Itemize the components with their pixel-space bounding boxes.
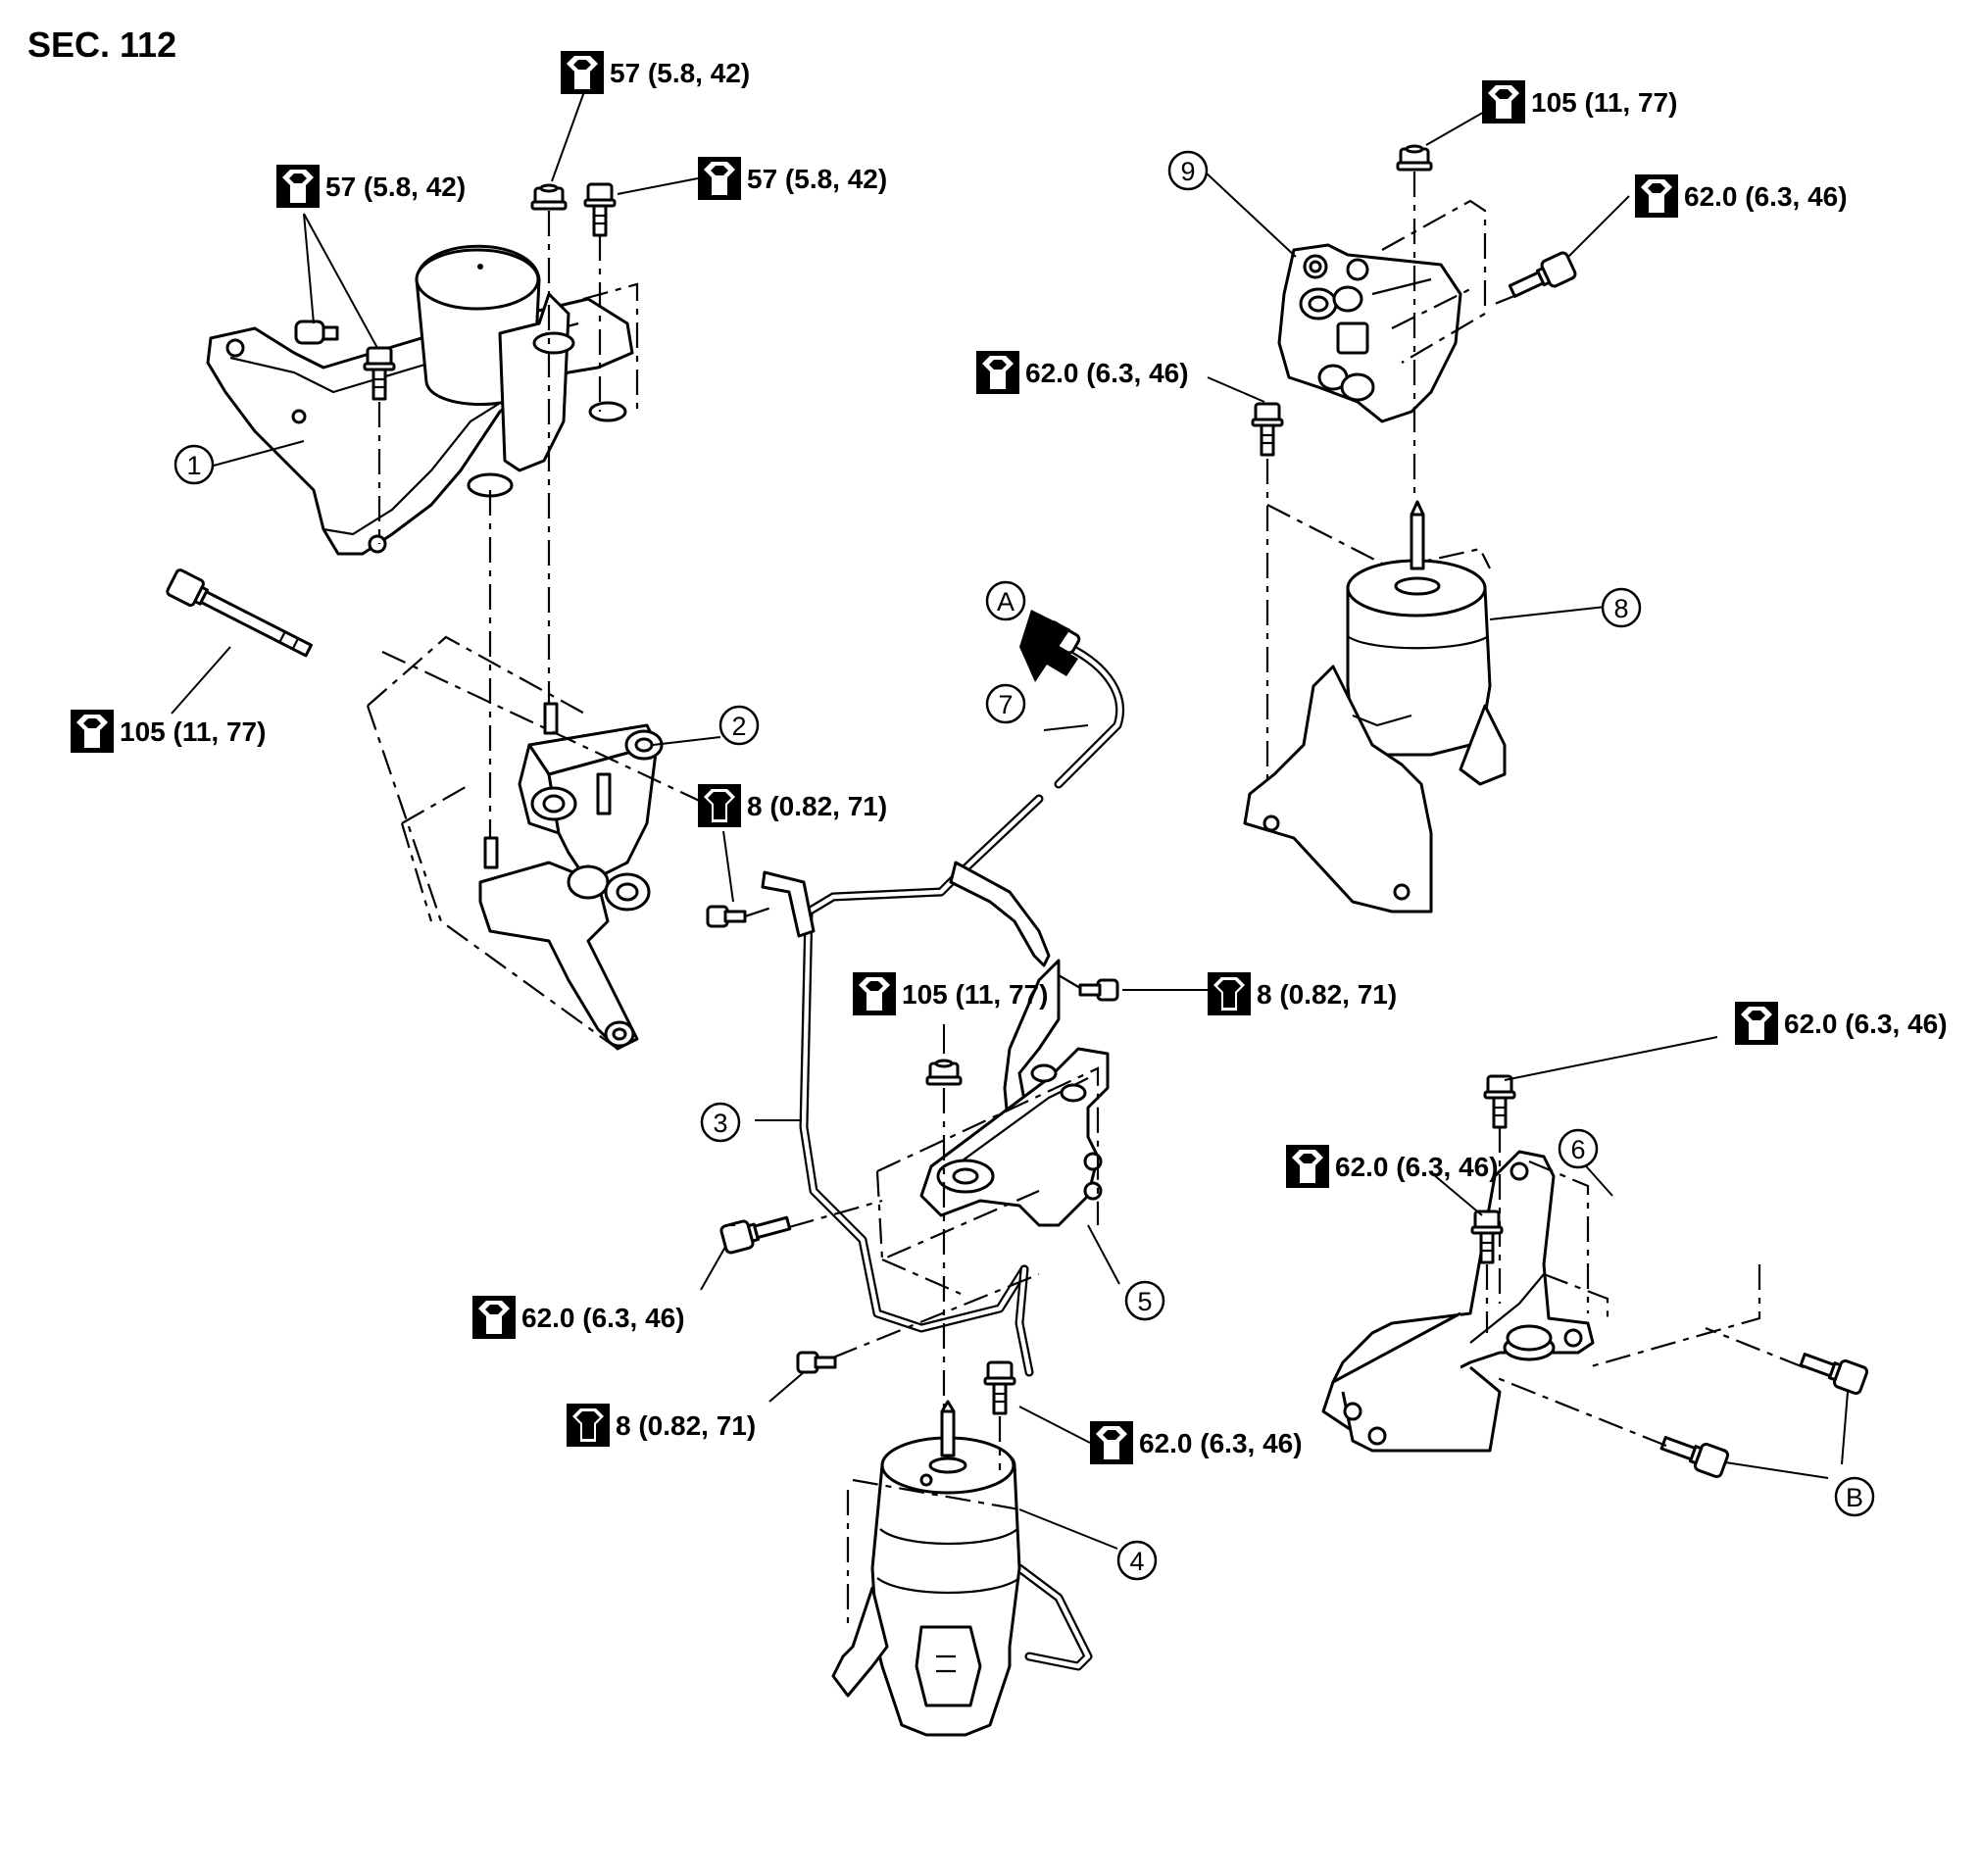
torque-label: 62.0 (6.3, 46) bbox=[1735, 1002, 1948, 1045]
small-bolt-lower bbox=[796, 1351, 837, 1374]
arrow-to-A bbox=[1019, 610, 1078, 682]
svg-text:57 (5.8, 42): 57 (5.8, 42) bbox=[747, 164, 887, 194]
callout-2: 2 bbox=[718, 705, 760, 746]
nut-part1-top bbox=[530, 183, 568, 211]
torque-wrench-icon bbox=[472, 1296, 516, 1339]
part-2-bracket bbox=[478, 702, 664, 1051]
torque-label: 57 (5.8, 42) bbox=[698, 157, 887, 200]
torque-wrench-icon bbox=[976, 351, 1019, 394]
torque-label: 105 (11, 77) bbox=[853, 972, 1048, 1015]
torque-wrench-icon bbox=[71, 710, 114, 753]
torque-wrench-icon bbox=[1735, 1002, 1778, 1045]
torque-wrench-icon bbox=[698, 157, 741, 200]
svg-text:62.0 (6.3, 46): 62.0 (6.3, 46) bbox=[1025, 358, 1189, 388]
svg-text:8 (0.82, 71): 8 (0.82, 71) bbox=[1257, 979, 1397, 1010]
torque-wrench-icon bbox=[1286, 1145, 1329, 1188]
svg-text:8: 8 bbox=[1613, 594, 1628, 623]
svg-text:3: 3 bbox=[713, 1109, 727, 1138]
svg-text:57 (5.8, 42): 57 (5.8, 42) bbox=[325, 172, 466, 202]
callout-6: 6 bbox=[1558, 1128, 1599, 1169]
torque-label: 62.0 (6.3, 46) bbox=[472, 1296, 685, 1339]
part-5-mount-bracket bbox=[919, 1047, 1110, 1227]
svg-text:B: B bbox=[1846, 1483, 1863, 1512]
callout-4: 4 bbox=[1116, 1540, 1158, 1581]
bolt-part6-B1 bbox=[1799, 1353, 1869, 1396]
bolt-part4 bbox=[983, 1360, 1016, 1415]
svg-text:9: 9 bbox=[1180, 157, 1195, 186]
bolt-part6-top bbox=[1483, 1074, 1516, 1129]
torque-wrench-icon bbox=[276, 165, 320, 208]
torque-wrench-icon bbox=[1482, 80, 1525, 123]
svg-text:A: A bbox=[997, 587, 1015, 617]
callout-8: 8 bbox=[1601, 587, 1642, 628]
callout-7: 7 bbox=[985, 683, 1026, 724]
svg-text:2: 2 bbox=[731, 712, 746, 741]
bolt-part6-B2 bbox=[1659, 1436, 1730, 1479]
bolt-part8 bbox=[1251, 402, 1284, 457]
section-label: SEC. 112 bbox=[27, 25, 176, 65]
torque-wrench-filled-icon bbox=[567, 1404, 610, 1447]
svg-text:62.0 (6.3, 46): 62.0 (6.3, 46) bbox=[1784, 1009, 1948, 1039]
torque-label: 57 (5.8, 42) bbox=[276, 165, 466, 208]
torque-label: 62.0 (6.3, 46) bbox=[1090, 1421, 1303, 1464]
torque-label: 62.0 (6.3, 46) bbox=[1635, 174, 1848, 218]
small-bolt-upper bbox=[706, 905, 747, 928]
leader-lines bbox=[171, 85, 1849, 1550]
svg-text:8 (0.82, 71): 8 (0.82, 71) bbox=[747, 791, 887, 821]
torque-label: 8 (0.82, 71) bbox=[567, 1404, 756, 1447]
svg-text:1: 1 bbox=[186, 451, 201, 480]
part-1-mount-bracket bbox=[206, 244, 634, 556]
callout-A: A bbox=[985, 580, 1026, 621]
torque-wrench-icon bbox=[1090, 1421, 1133, 1464]
svg-text:105 (11, 77): 105 (11, 77) bbox=[120, 716, 266, 747]
svg-text:57 (5.8, 42): 57 (5.8, 42) bbox=[610, 58, 750, 88]
torque-wrench-icon bbox=[1635, 174, 1678, 218]
nut-part9 bbox=[1396, 144, 1433, 172]
svg-text:62.0 (6.3, 46): 62.0 (6.3, 46) bbox=[1335, 1152, 1499, 1182]
torque-wrench-icon bbox=[853, 972, 896, 1015]
callout-5: 5 bbox=[1124, 1280, 1165, 1321]
torque-label: 105 (11, 77) bbox=[71, 710, 266, 753]
svg-text:105 (11, 77): 105 (11, 77) bbox=[1531, 87, 1677, 118]
bolt-part1-top-right bbox=[583, 182, 617, 237]
part-3-vacuum-tube bbox=[761, 620, 1125, 1671]
callout-3: 3 bbox=[700, 1102, 741, 1143]
torque-label: 8 (0.82, 71) bbox=[1208, 972, 1397, 1015]
torque-label: 57 (5.8, 42) bbox=[561, 51, 750, 94]
part-4-engine-mount bbox=[831, 1400, 1021, 1737]
torque-label: 8 (0.82, 71) bbox=[698, 784, 887, 827]
bolt-part9-right bbox=[1508, 251, 1577, 298]
svg-text:105 (11, 77): 105 (11, 77) bbox=[902, 979, 1048, 1010]
callout-B: B bbox=[1834, 1476, 1875, 1517]
svg-text:62.0 (6.3, 46): 62.0 (6.3, 46) bbox=[1139, 1428, 1303, 1458]
svg-text:4: 4 bbox=[1129, 1547, 1144, 1576]
svg-text:62.0 (6.3, 46): 62.0 (6.3, 46) bbox=[1684, 181, 1848, 212]
part-9-mount-bracket bbox=[1277, 243, 1462, 423]
nut-part5 bbox=[925, 1059, 963, 1086]
torque-label: 105 (11, 77) bbox=[1482, 80, 1677, 123]
torque-wrench-icon bbox=[561, 51, 604, 94]
small-bolt-right bbox=[1078, 978, 1119, 1002]
long-bolt-part2 bbox=[166, 568, 313, 658]
torque-wrench-filled-icon bbox=[1208, 972, 1251, 1015]
svg-text:5: 5 bbox=[1137, 1287, 1152, 1316]
bolt-part1-far-left bbox=[294, 320, 339, 345]
svg-text:8 (0.82, 71): 8 (0.82, 71) bbox=[616, 1410, 756, 1441]
part-8-engine-mount bbox=[1243, 500, 1507, 913]
part-6-mount-bracket bbox=[1321, 1150, 1595, 1453]
svg-text:62.0 (6.3, 46): 62.0 (6.3, 46) bbox=[521, 1303, 685, 1333]
svg-text:6: 6 bbox=[1570, 1135, 1585, 1164]
torque-label: 62.0 (6.3, 46) bbox=[976, 351, 1189, 394]
svg-text:7: 7 bbox=[998, 690, 1013, 719]
torque-wrench-filled-icon bbox=[698, 784, 741, 827]
torque-label: 62.0 (6.3, 46) bbox=[1286, 1145, 1499, 1188]
bolt-part5-left bbox=[719, 1215, 792, 1255]
callout-9: 9 bbox=[1167, 150, 1209, 191]
callout-1: 1 bbox=[173, 444, 215, 485]
